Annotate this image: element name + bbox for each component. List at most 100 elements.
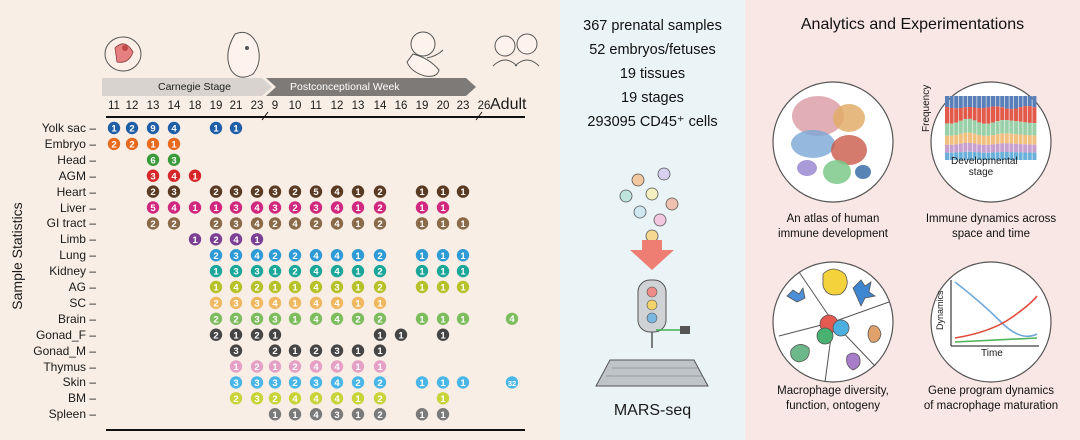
sample-count-dot: 2 [107, 137, 121, 151]
sample-count-dot: 1 [415, 201, 429, 214]
sample-count-dot: 1 [415, 376, 429, 389]
sample-count-dot: 1 [209, 121, 223, 135]
stack-segment [968, 151, 972, 160]
stack-segment [954, 122, 959, 136]
sample-count-dot: 1 [415, 408, 429, 421]
sample-count-text: 4 [334, 394, 340, 405]
sample-count-text: 2 [292, 187, 297, 198]
sample-count-dot: 5 [146, 201, 160, 214]
sample-count-dot: 2 [373, 408, 387, 421]
sample-count-dot: 2 [373, 249, 387, 262]
sample-count-text: 4 [334, 187, 340, 198]
stack-segment [1018, 96, 1023, 108]
sample-count-dot: 1 [436, 280, 450, 294]
sample-count-text: 1 [377, 362, 383, 373]
sample-count-dot: 4 [167, 201, 181, 214]
stack-segment [972, 143, 977, 153]
sample-count-dot: 2 [209, 217, 223, 230]
sample-count-text: 1 [440, 187, 446, 198]
stacked-frequency-bars [945, 96, 1037, 160]
sample-count-text: 4 [334, 362, 340, 373]
stack-segment [968, 142, 972, 152]
sample-count-dot: 3 [309, 376, 323, 389]
sample-count-text: 4 [254, 203, 260, 214]
stack-segment [991, 96, 995, 107]
sample-count-dot: 1 [268, 360, 282, 373]
sample-count-dot: 3 [250, 376, 264, 389]
sample-count-dot: 2 [288, 185, 302, 198]
sample-count-text: 4 [334, 203, 340, 214]
sample-count-text: 2 [377, 378, 382, 389]
sample-count-text: 3 [171, 187, 176, 198]
sample-count-text: 1 [355, 346, 361, 357]
mars-seq-illustration [595, 167, 709, 387]
sample-count-dot: 1 [351, 280, 365, 294]
sample-count-text: 4 [334, 251, 340, 262]
sample-count-dot: 4 [167, 169, 181, 182]
stack-segment [1027, 96, 1032, 107]
sample-count-dot: 4 [309, 312, 323, 325]
sample-count-text: 1 [460, 314, 466, 325]
sample-count-text: 1 [355, 394, 361, 405]
sample-count-dot: 1 [188, 169, 202, 182]
sample-count-text: 1 [419, 283, 425, 294]
adult-sample-dot: 4 [505, 312, 519, 325]
stack-segment [1009, 109, 1014, 121]
stack-segment [972, 152, 977, 160]
sample-count-dot: 4 [309, 408, 323, 421]
sample-count-dot: 4 [229, 280, 243, 294]
sample-count-dot: 2 [250, 360, 264, 373]
sample-count-dot: 1 [373, 344, 387, 357]
sample-count-dot: 1 [188, 233, 202, 246]
stack-segment [949, 123, 954, 136]
sample-count-text: 1 [233, 362, 239, 373]
sample-count-text: 2 [377, 283, 382, 294]
adult-sample-dot: 32 [505, 376, 519, 389]
stage-tick: 19 [209, 100, 223, 112]
sample-count-dot: 1 [456, 217, 470, 230]
sample-count-dot: 2 [351, 312, 365, 325]
adult-sample-text: 4 [509, 314, 515, 325]
sample-count-dot: 3 [268, 376, 282, 389]
sample-count-text: 3 [171, 155, 176, 166]
sample-count-text: 3 [313, 203, 318, 214]
sample-count-text: 1 [292, 346, 298, 357]
sample-count-text: 4 [292, 219, 298, 230]
sample-count-dot: 3 [167, 153, 181, 166]
sample-count-text: 2 [272, 251, 277, 262]
stack-segment [995, 96, 1000, 107]
sample-count-dot: 1 [415, 280, 429, 294]
stack-segment [986, 135, 991, 145]
tissue-label: Thymus – [43, 359, 96, 374]
sample-count-text: 2 [150, 187, 155, 198]
sample-count-text: 1 [150, 140, 156, 151]
sample-count-text: 2 [213, 219, 218, 230]
macrophage-caption: Macrophage diversity,function, ontogeny [777, 385, 889, 412]
sample-count-dot: 2 [250, 328, 264, 341]
sample-count-text: 1 [460, 283, 466, 294]
sample-count-dot: 4 [309, 264, 323, 278]
sorter-nozzle [637, 279, 690, 348]
sample-count-text: 3 [254, 267, 259, 278]
sample-count-text: 1 [272, 283, 278, 294]
sample-count-dot: 2 [146, 217, 160, 230]
sample-count-text: 1 [440, 314, 446, 325]
sample-count-dot: 3 [250, 264, 264, 278]
sample-count-text: 4 [313, 394, 319, 405]
stack-segment [1009, 120, 1014, 134]
stack-segment [958, 96, 963, 108]
stack-segment [945, 96, 949, 107]
stage-tick: 23 [456, 100, 470, 112]
sample-count-dot: 4 [288, 217, 302, 230]
flat-program-curve [954, 337, 1038, 343]
stack-segment [963, 107, 968, 120]
tissue-label: AG – [68, 280, 96, 294]
sample-count-text: 2 [377, 187, 382, 198]
sample-count-text: 4 [313, 362, 319, 373]
sample-count-dot: 1 [209, 201, 223, 214]
stack-segment [972, 120, 977, 134]
stack-segment [1023, 122, 1028, 135]
sample-count-dot: 4 [330, 376, 344, 389]
sample-count-text: 1 [355, 362, 361, 373]
